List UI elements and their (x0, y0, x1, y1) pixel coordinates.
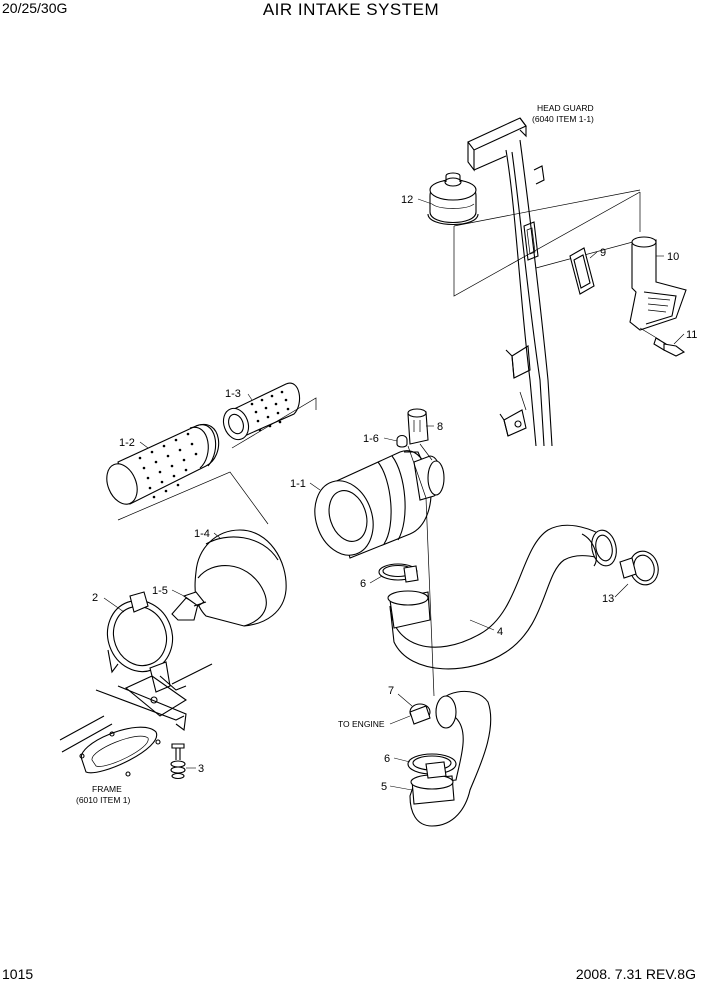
to-engine-note: TO ENGINE (338, 719, 385, 729)
part-5-elbow-hose (409, 690, 492, 827)
part-1-5-wing-nut (171, 591, 207, 621)
callout-1-2: 1-2 (119, 437, 135, 449)
callout-11: 11 (686, 329, 697, 341)
callout-2: 2 (92, 592, 98, 604)
head-guard-note-line2: (6040 ITEM 1-1) (532, 114, 594, 124)
callout-4: 4 (497, 626, 503, 638)
page-number: 1015 (2, 966, 34, 982)
filter-1-2-perforations (138, 432, 198, 499)
callout-7: 7 (388, 685, 394, 697)
part-13-clamp (619, 550, 659, 586)
callout-1-6: 1-6 (363, 433, 379, 445)
part-7-clamp (409, 703, 431, 725)
callout-12: 12 (401, 194, 413, 206)
callout-9: 9 (600, 247, 606, 259)
callout-10: 10 (667, 251, 679, 263)
leader-lines (103, 198, 685, 791)
part-11-bolt (639, 327, 686, 357)
callout-6-upper: 6 (360, 578, 366, 590)
callout-1-4: 1-4 (194, 528, 210, 540)
part-1-6-nut (396, 434, 408, 448)
callout-1-3: 1-3 (225, 388, 241, 400)
part-9-gasket (569, 247, 595, 295)
head-guard (467, 117, 553, 447)
part-6-clamp-lower (407, 753, 457, 779)
part-1-3-inner-filter (222, 382, 301, 441)
frame (59, 663, 213, 777)
part-2-band (106, 591, 187, 693)
callout-6-lower: 6 (384, 753, 390, 765)
callout-8: 8 (437, 421, 443, 433)
frame-note-line1: FRAME (92, 784, 122, 794)
page-title: AIR INTAKE SYSTEM (262, 0, 440, 19)
model-label: 20/25/30G (2, 0, 68, 16)
part-10-intake-hood (629, 236, 687, 331)
callout-1-5: 1-5 (152, 585, 168, 597)
part-1-4-cover (194, 529, 287, 627)
callout-13: 13 (602, 593, 614, 605)
part-8-vacuator (407, 408, 433, 461)
head-guard-note-line1: HEAD GUARD (537, 103, 594, 113)
part-12-cap (427, 172, 479, 225)
reference-notes: HEAD GUARD (6040 ITEM 1-1) TO ENGINE FRA… (76, 103, 594, 805)
part-6-clamp-upper (378, 563, 419, 583)
part-1-1-air-cleaner-body (314, 450, 445, 559)
part-3-bolt (170, 743, 186, 780)
callout-5: 5 (381, 781, 387, 793)
callout-3: 3 (198, 763, 204, 775)
callout-labels: 12 9 10 11 1-3 1-2 1-6 8 1-1 1-4 1-5 2 6… (92, 194, 697, 793)
frame-note-line2: (6010 ITEM 1) (76, 795, 130, 805)
filter-1-3-perforations (250, 390, 290, 432)
callout-1-1: 1-1 (290, 478, 306, 490)
part-1-2-outer-filter (106, 423, 220, 505)
revision-label: 2008. 7.31 REV.8G (575, 966, 696, 982)
part-4-intake-hose (387, 524, 617, 670)
